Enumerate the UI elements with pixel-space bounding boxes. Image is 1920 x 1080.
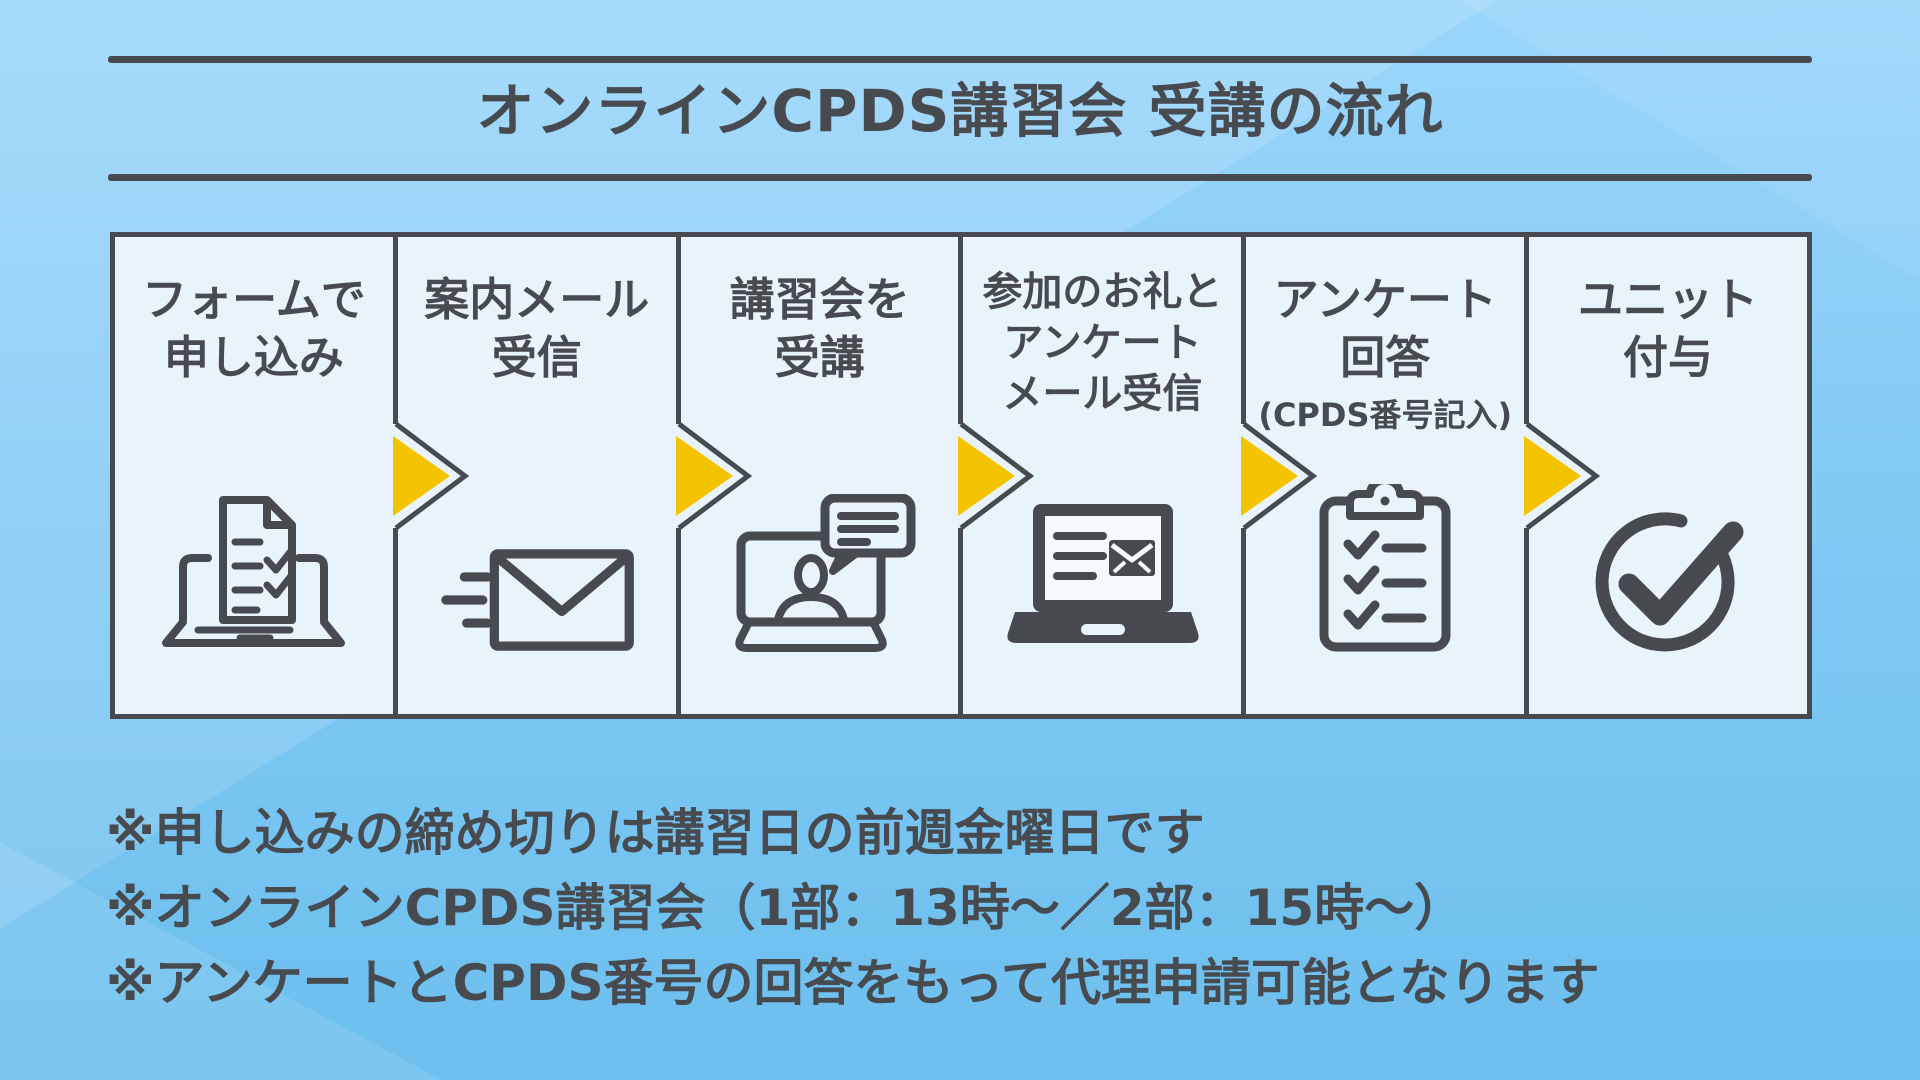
- webinar-laptop-icon: [724, 386, 916, 714]
- form-check-laptop-icon: [146, 386, 361, 714]
- step-guide-mail: 案内メール 受信: [392, 232, 681, 719]
- step-label: 講習会を 受講: [729, 273, 910, 384]
- step-apply-form: フォームで 申し込み: [110, 232, 398, 719]
- check-circle-icon: [1587, 386, 1749, 714]
- speed-mail-icon: [439, 386, 635, 714]
- step-survey-answer: アンケート 回答 (CPDS番号記入): [1241, 232, 1530, 719]
- step-label: ユニット 付与: [1578, 273, 1759, 384]
- step-label: 案内メール 受信: [424, 273, 650, 384]
- page-title: オンラインCPDS講習会 受講の流れ: [476, 77, 1444, 145]
- step-label: フォームで 申し込み: [142, 273, 366, 384]
- title-rule-top: [108, 56, 1812, 63]
- step-units-granted: ユニット 付与: [1524, 232, 1812, 719]
- step-label: 参加のお礼と アンケート メール受信: [982, 269, 1223, 418]
- footnote-deadline: ※申し込みの締め切りは講習日の前週金曜日です: [106, 804, 1205, 862]
- flow-steps: フォームで 申し込み: [110, 232, 1812, 719]
- mail-on-laptop-icon: [1004, 421, 1200, 714]
- survey-clipboard-icon: [1319, 436, 1451, 714]
- footnotes: ※申し込みの締め切りは講習日の前週金曜日です ※オンラインCPDS講習会（1部：…: [106, 796, 1599, 1021]
- footnote-schedule: ※オンラインCPDS講習会（1部：13時〜／2部：15時〜）: [106, 879, 1465, 937]
- title-rule-bottom: [108, 174, 1812, 181]
- step-attend-seminar: 講習会を 受講: [675, 232, 964, 719]
- step-thanks-survey-mail: 参加のお礼と アンケート メール受信: [958, 232, 1247, 719]
- footnote-proxy-application: ※アンケートとCPDS番号の回答をもって代理申請可能となります: [106, 954, 1600, 1012]
- step-label: アンケート 回答: [1273, 273, 1497, 384]
- step-sublabel: (CPDS番号記入): [1258, 396, 1513, 435]
